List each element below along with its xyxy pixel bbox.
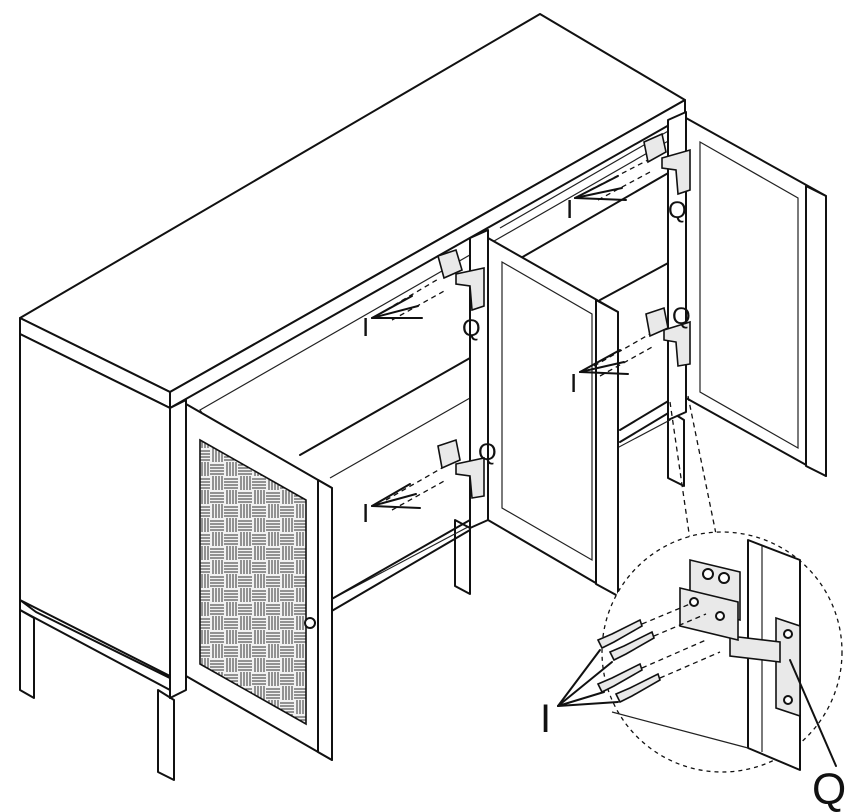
label-screw-detail: I — [540, 697, 551, 741]
label-hinge-detail: Q — [812, 765, 846, 812]
hinge-detail-callout — [557, 395, 843, 773]
screw-icon — [596, 618, 661, 704]
label-screw-2: I — [362, 312, 369, 342]
hinge-group-top-right — [574, 132, 691, 201]
middle-door — [487, 237, 619, 597]
label-hinge-1: Q — [668, 197, 687, 224]
hinge-group-mid-right — [579, 306, 691, 377]
hinge-group-bottom-left — [371, 438, 485, 511]
label-screw-3: I — [570, 368, 577, 398]
hinge-group-top-left — [371, 248, 485, 321]
label-screw-4: I — [362, 498, 369, 528]
right-door — [685, 117, 827, 477]
door-knob — [304, 617, 316, 629]
label-screw-1: I — [566, 194, 573, 224]
part-labels: I Q I Q Q I Q I I Q — [362, 194, 846, 812]
left-door — [185, 403, 333, 761]
label-hinge-4: Q — [478, 439, 497, 466]
label-hinge-3: Q — [672, 303, 691, 330]
label-hinge-2: Q — [462, 315, 481, 342]
cabinet-top — [19, 13, 686, 409]
